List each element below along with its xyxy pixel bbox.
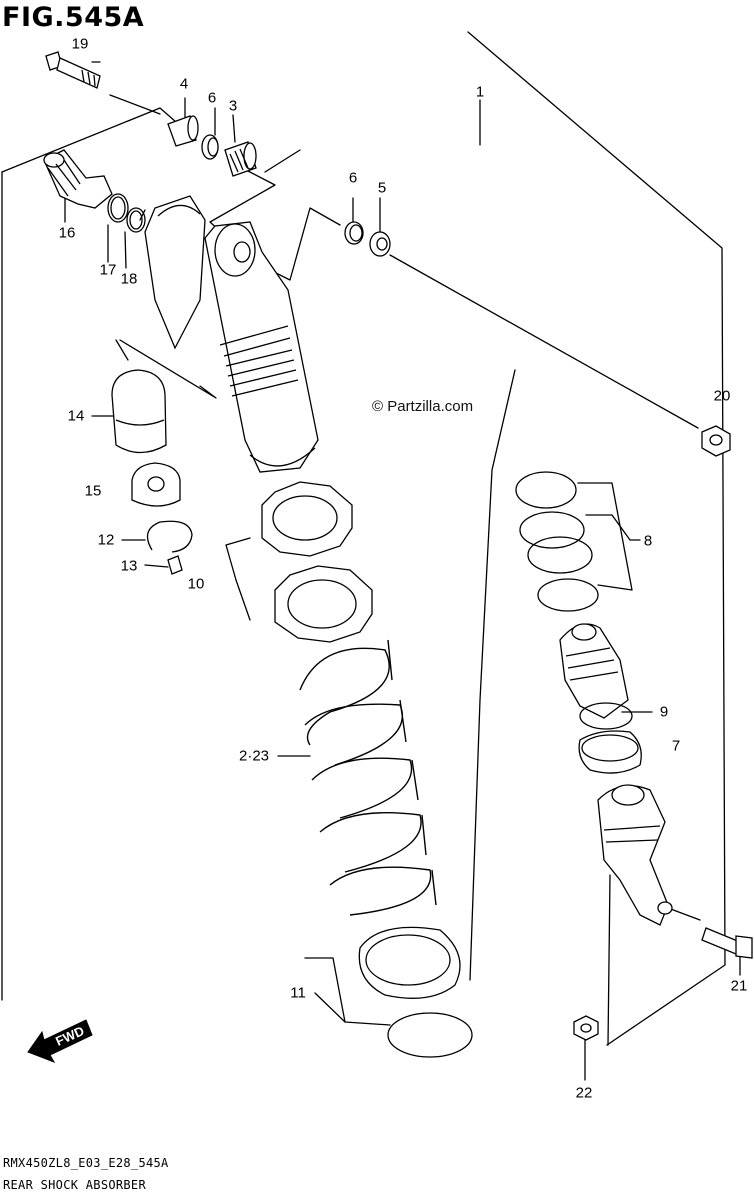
callout-6a: 6 <box>207 89 217 107</box>
callout-1: 1 <box>475 83 485 101</box>
callout-16: 16 <box>58 224 76 242</box>
leader-11-bottom <box>314 992 391 1026</box>
callout-9: 9 <box>659 703 669 721</box>
leader-3 <box>232 114 236 143</box>
bump-rubber-9 <box>559 623 629 719</box>
o-ring-17 <box>107 193 129 223</box>
leader-18 <box>124 231 127 269</box>
callout-8: 8 <box>643 532 653 550</box>
callout-22: 22 <box>575 1084 593 1102</box>
o-ring-18 <box>126 207 146 233</box>
callout-19: 19 <box>71 35 89 53</box>
ring-8c <box>527 536 593 574</box>
bolt-19 <box>45 51 101 89</box>
circlip-12 <box>146 520 193 553</box>
bladder-14 <box>111 369 167 454</box>
callout-14: 14 <box>67 407 85 425</box>
callout-7: 7 <box>671 737 681 755</box>
callout-2-23: 2·23 <box>238 747 270 765</box>
nut-20 <box>701 425 731 457</box>
callout-12: 12 <box>97 531 115 549</box>
leader-19 <box>109 94 161 115</box>
seal-6a <box>201 134 219 160</box>
footer-section-name: REAR SHOCK ABSORBER <box>3 1178 146 1192</box>
shock-body-1 <box>144 195 319 473</box>
bearing-3 <box>224 141 257 177</box>
ring-8a <box>515 471 577 509</box>
callout-5: 5 <box>377 179 387 197</box>
leader-10-top <box>225 537 251 581</box>
leader-8-bracket <box>577 482 633 591</box>
stopper-ring-11 <box>387 1012 473 1058</box>
valve-13 <box>167 555 183 575</box>
cup-7 <box>578 730 642 774</box>
callout-4: 4 <box>179 75 189 93</box>
callout-6b: 6 <box>348 169 358 187</box>
callout-10: 10 <box>187 575 205 593</box>
bolt-21 <box>701 927 753 959</box>
leader-22 <box>607 874 611 1046</box>
adjuster-16 <box>43 149 113 209</box>
assembly-outline-top-mid <box>264 149 301 173</box>
leader-10-bottom <box>235 579 251 621</box>
callout-13: 13 <box>120 557 138 575</box>
ring-8b <box>519 511 585 549</box>
copyright-notice: © Partzilla.com <box>372 398 474 415</box>
callout-21: 21 <box>730 977 748 995</box>
callout-11: 11 <box>290 984 306 1002</box>
leader-21-guide <box>667 907 701 921</box>
footer-model-code: RMX450ZL8_E03_E28_545A <box>3 1156 169 1170</box>
collar-4 <box>167 115 199 147</box>
figure-title: FIG.545A <box>2 2 145 33</box>
leader-11-top <box>304 957 346 1023</box>
callout-20: 20 <box>713 387 731 405</box>
callout-17: 17 <box>99 261 117 279</box>
assembly-outline-top-left <box>1 107 177 173</box>
leader-13 <box>144 564 169 568</box>
leader-1-center <box>469 369 516 981</box>
leader-5-to-20 <box>389 254 699 429</box>
callout-18: 18 <box>120 270 138 288</box>
lower-mount <box>597 784 673 926</box>
nut-22 <box>573 1015 599 1041</box>
fwd-arrow-icon: FWD <box>27 1019 93 1063</box>
leader-8 <box>585 514 641 541</box>
ring-8d <box>537 578 599 612</box>
callout-15: 15 <box>84 482 102 500</box>
assembly-outline-right <box>467 31 726 1046</box>
callout-3: 3 <box>228 97 238 115</box>
spring-2 <box>299 639 437 916</box>
reservoir-cap-15 <box>131 462 181 507</box>
